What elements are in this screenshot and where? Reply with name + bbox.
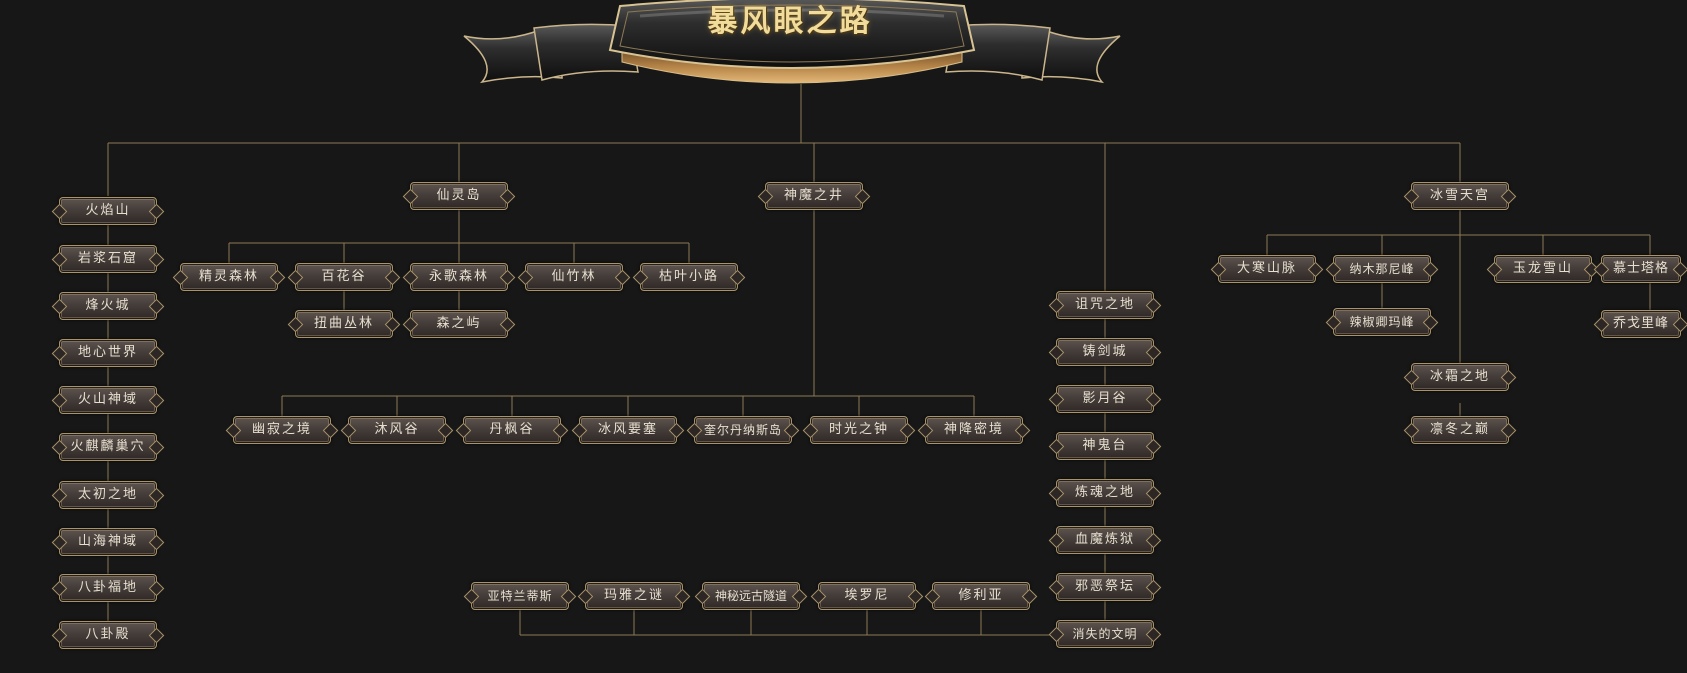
node-youjizhijing[interactable]: 幽寂之境	[233, 416, 331, 444]
node-qiaogelifeng[interactable]: 乔戈里峰	[1601, 310, 1681, 338]
node-mayazhimi[interactable]: 玛雅之谜	[585, 582, 683, 610]
node-bingxuetiangong[interactable]: 冰雪天宫	[1411, 182, 1509, 210]
node-danfenggu[interactable]: 丹枫谷	[463, 416, 561, 444]
node-taichuzhidi[interactable]: 太初之地	[59, 481, 157, 509]
node-mufenggu[interactable]: 沐风谷	[348, 416, 446, 444]
node-xiaoshidewenming[interactable]: 消失的文明	[1056, 620, 1154, 648]
node-zhujiancheng[interactable]: 铸剑城	[1056, 338, 1154, 366]
node-namunanifeng[interactable]: 纳木那尼峰	[1333, 255, 1431, 283]
node-mushitage[interactable]: 慕士塔格	[1601, 255, 1681, 283]
node-xuemolianyu[interactable]: 血魔炼狱	[1056, 526, 1154, 554]
node-shenmozhijing[interactable]: 神魔之井	[765, 182, 863, 210]
node-yingyuegu[interactable]: 影月谷	[1056, 385, 1154, 413]
node-kuyexiaolu[interactable]: 枯叶小路	[640, 263, 738, 291]
node-fenghuocheng[interactable]: 烽火城	[59, 292, 157, 320]
node-yulongxueshan[interactable]: 玉龙雪山	[1494, 255, 1592, 283]
node-zuzhouzhidi[interactable]: 诅咒之地	[1056, 291, 1154, 319]
node-kuierdannasidao[interactable]: 奎尔丹纳斯岛	[694, 416, 792, 444]
node-dixinshijie[interactable]: 地心世界	[59, 339, 157, 367]
node-shanhaishenyu[interactable]: 山海神域	[59, 528, 157, 556]
title-banner	[463, 0, 1121, 84]
node-shenguitai[interactable]: 神鬼台	[1056, 432, 1154, 460]
node-lindongzhidian[interactable]: 凛冬之巅	[1411, 416, 1509, 444]
node-shenmiyuangusuidao[interactable]: 神秘远古隧道	[702, 582, 800, 610]
node-xianlingdao[interactable]: 仙灵岛	[410, 182, 508, 210]
node-yonggesenlin[interactable]: 永歌森林	[410, 263, 508, 291]
node-shenjiangmijing[interactable]: 神降密境	[925, 416, 1023, 444]
page-title: 暴风眼之路	[707, 4, 873, 39]
node-bingshuangzhidi[interactable]: 冰霜之地	[1411, 363, 1509, 391]
node-shiguangzhizhong[interactable]: 时光之钟	[810, 416, 908, 444]
node-niuqucongli[interactable]: 扭曲丛林	[295, 310, 393, 338]
node-xiuliya[interactable]: 修利亚	[932, 582, 1030, 610]
node-huoyanshan[interactable]: 火焰山	[59, 197, 157, 225]
node-yanjiangshiku[interactable]: 岩浆石窟	[59, 245, 157, 273]
node-dahanshanmai[interactable]: 大寒山脉	[1218, 255, 1316, 283]
node-jinglingsenlin[interactable]: 精灵森林	[180, 263, 278, 291]
node-huoshanshenyu[interactable]: 火山神域	[59, 386, 157, 414]
node-ailuoni[interactable]: 埃罗尼	[818, 582, 916, 610]
node-xianzhulin[interactable]: 仙竹林	[525, 263, 623, 291]
node-baguadian[interactable]: 八卦殿	[59, 621, 157, 649]
node-senzhiyu[interactable]: 森之屿	[410, 310, 508, 338]
node-xieejitan[interactable]: 邪恶祭坛	[1056, 573, 1154, 601]
node-baihuagu[interactable]: 百花谷	[295, 263, 393, 291]
node-yatelandisi[interactable]: 亚特兰蒂斯	[471, 582, 569, 610]
node-baguafudi[interactable]: 八卦福地	[59, 574, 157, 602]
node-lajiaoqingmafeng[interactable]: 辣椒卿玛峰	[1333, 308, 1431, 336]
node-lianhunzhidi[interactable]: 炼魂之地	[1056, 479, 1154, 507]
node-huoqilinchaoxue[interactable]: 火麒麟巢穴	[59, 433, 157, 461]
node-bingfengyaosai[interactable]: 冰风要塞	[579, 416, 677, 444]
